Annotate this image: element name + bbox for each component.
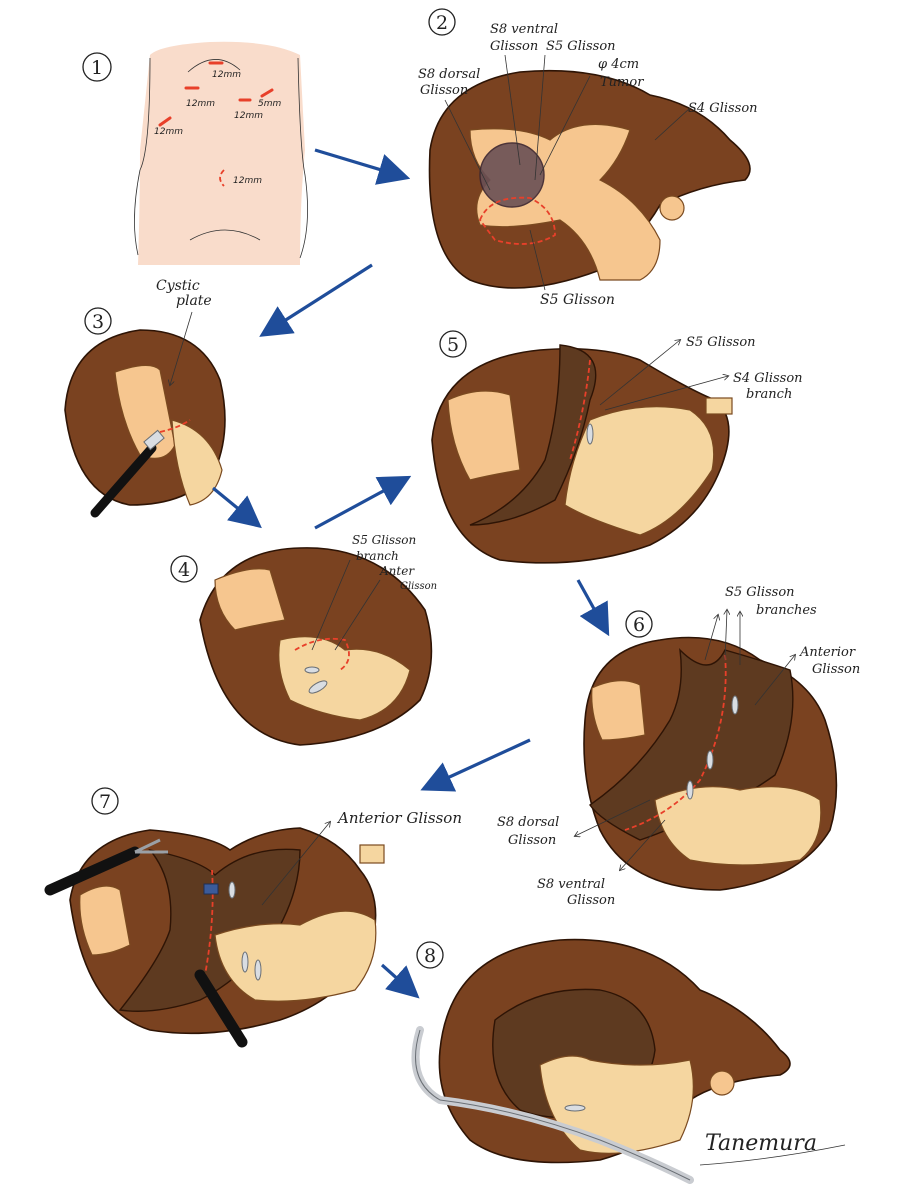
step-number: 4 <box>178 559 190 581</box>
step-4-panel: 4 S5 Glisson branch Anter Glisson <box>170 533 437 746</box>
label-branch: branch <box>356 549 399 563</box>
step-7-panel: 7 Anterior Glisson <box>44 787 462 1048</box>
step-3-panel: 3 Cystic plate <box>64 278 226 518</box>
label-s8-dorsal-glisson: Glisson <box>508 833 556 848</box>
laparoscopic-instrument <box>194 969 248 1048</box>
step-6-panel: 6 S5 Glisson branches Anterior Glisson S… <box>497 585 860 908</box>
label-s4-glisson: S4 Glisson <box>688 101 758 116</box>
label-s5-glisson-top: S5 Glisson <box>546 39 616 54</box>
port-label: 12mm <box>212 70 241 80</box>
flow-arrow <box>420 738 531 792</box>
step-number: 3 <box>92 311 104 333</box>
abdomen-silhouette <box>138 41 305 265</box>
label-s8-dorsal-glisson: Glisson <box>420 83 468 98</box>
label-s8-dorsal: S8 dorsal <box>497 815 559 830</box>
port-label: 12mm <box>233 176 262 186</box>
label-anterior-glisson: Anterior Glisson <box>336 809 462 827</box>
step-5-panel: 5 S5 Glisson S4 Glisson branch <box>431 330 803 564</box>
flow-arrow <box>576 579 610 637</box>
tumor <box>479 142 545 208</box>
label-s4-branch: branch <box>746 387 792 402</box>
step-number: 8 <box>424 945 436 967</box>
hilum <box>564 406 715 536</box>
port-label: 12mm <box>154 127 183 137</box>
label-anterior-glisson: Glisson <box>812 662 860 677</box>
hilum <box>654 786 822 866</box>
label-tumor: Tumor <box>600 75 644 90</box>
flow-arrow <box>259 263 373 337</box>
label-s4-glisson: S4 Glisson <box>733 371 803 386</box>
label-anter-glisson: Glisson <box>400 581 437 592</box>
label-plate: plate <box>176 293 212 309</box>
laparoscopic-instrument <box>90 443 157 518</box>
label-branches: branches <box>756 603 817 618</box>
label-s5-glisson: S5 Glisson <box>352 533 416 547</box>
hilum <box>278 636 411 721</box>
step-8-panel: 8 Tanemura <box>411 938 846 1184</box>
label-s8-dorsal: S8 dorsal <box>418 67 480 82</box>
label-anterior: Anterior <box>799 645 856 660</box>
label-s5-glisson: S5 Glisson <box>725 585 795 600</box>
label-s5-glisson-bottom: S5 Glisson <box>540 292 615 308</box>
flow-arrow <box>314 148 411 185</box>
label-cystic: Cystic <box>156 278 200 294</box>
signature-underline <box>699 1144 846 1166</box>
hilum <box>214 910 377 1002</box>
step-2-panel: 2 S8 dorsal Glisson S8 ventral Glisson S… <box>418 8 758 308</box>
label-anter: Anter <box>379 564 415 578</box>
label-s8-ventral-glisson: Glisson <box>567 893 615 908</box>
label-s8-ventral: S8 ventral <box>490 22 558 37</box>
port-label: 12mm <box>186 99 215 109</box>
flow-arrow <box>314 475 412 530</box>
step-1-panel: 1 12mm 12mm 5mm 12mm 12mm 12mm <box>82 41 308 265</box>
label-s8-ventral-glisson: Glisson <box>490 39 538 54</box>
flow-arrow <box>211 486 262 529</box>
flow-arrows <box>211 148 610 999</box>
step-number: 6 <box>633 614 645 636</box>
step-number: 7 <box>99 791 111 813</box>
label-s5-glisson: S5 Glisson <box>686 335 756 350</box>
signature: Tanemura <box>705 1131 817 1156</box>
step-number: 1 <box>91 57 103 79</box>
step-number: 2 <box>436 12 448 34</box>
resected-parenchyma <box>469 344 597 526</box>
step-number: 5 <box>447 334 459 356</box>
port-label: 12mm <box>234 111 263 121</box>
flow-arrow <box>380 963 420 999</box>
laparoscopic-instrument <box>44 846 141 896</box>
label-s8-ventral: S8 ventral <box>537 877 605 892</box>
port-label: 5mm <box>258 99 281 109</box>
label-tumor-size: φ 4cm <box>598 57 639 72</box>
